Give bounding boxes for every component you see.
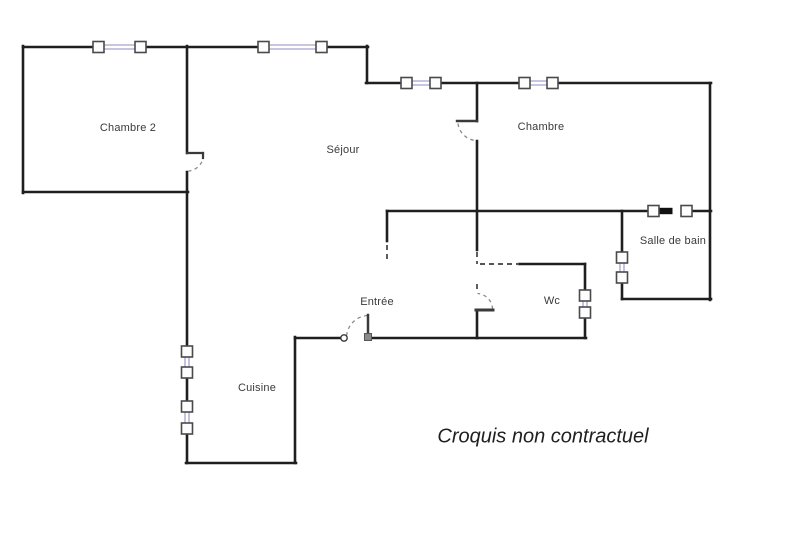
window-frame	[518, 76, 531, 90]
disclaimer-text: Croquis non contractuel	[437, 425, 649, 448]
window-frame	[134, 40, 147, 54]
window-frame	[546, 76, 559, 90]
window-frame	[615, 271, 629, 284]
room-label-entree: Entrée	[360, 296, 394, 308]
room-label-chambre: Chambre	[517, 121, 565, 133]
bath-door-symbol	[647, 204, 693, 218]
room-label-wc: Wc	[543, 295, 561, 307]
window-frame	[180, 366, 194, 379]
door-bar	[658, 207, 673, 215]
door-swing-arc	[477, 292, 494, 310]
window-symbol	[518, 76, 559, 90]
window-frame	[615, 251, 629, 264]
window-frame	[180, 345, 194, 358]
wc-door	[474, 292, 495, 312]
window-frame	[180, 400, 194, 413]
frame-square	[647, 204, 660, 218]
window-symbol	[92, 40, 147, 54]
window-frame	[180, 422, 194, 435]
room-label-cuisine: Cuisine	[237, 382, 277, 394]
door-swing-arc	[457, 123, 476, 142]
window-symbol	[400, 76, 442, 90]
window-frame	[578, 289, 592, 302]
window-symbol	[180, 400, 194, 435]
room-label-chambre2: Chambre 2	[99, 122, 157, 134]
window-frame	[92, 40, 105, 54]
door-swing-arc	[188, 154, 205, 172]
chambre-door	[455, 119, 479, 142]
window-frame	[578, 306, 592, 319]
window-frame	[257, 40, 270, 54]
chambre2-door	[185, 151, 205, 172]
entree-door	[340, 313, 372, 342]
door-pivot	[340, 334, 348, 342]
window-symbol	[578, 289, 592, 319]
room-label-salle-de-bain: Salle de bain	[639, 235, 707, 247]
window-symbol	[615, 251, 629, 284]
window-frame	[315, 40, 328, 54]
window-frame	[429, 76, 442, 90]
window-symbol	[180, 345, 194, 379]
room-label-sejour: Séjour	[326, 144, 360, 156]
window-frame	[400, 76, 413, 90]
door-swing-arc	[345, 314, 368, 338]
frame-square	[680, 204, 693, 218]
door-hinge	[364, 333, 372, 341]
window-symbol	[257, 40, 328, 54]
